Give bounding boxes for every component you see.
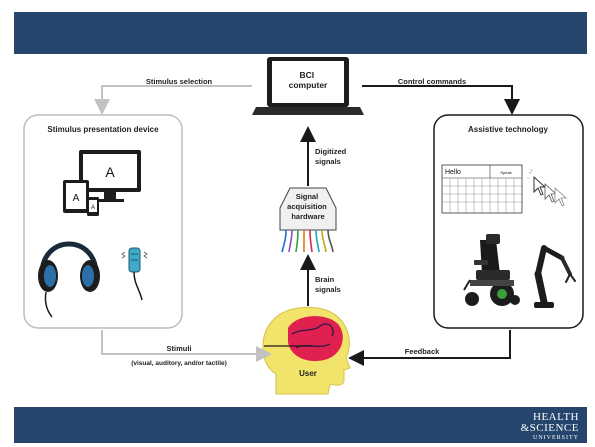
speller-speak-button: Speak [500, 170, 511, 175]
header-bar [14, 12, 587, 54]
phone-letter: A [91, 205, 95, 211]
tactile-stimulator-icon [121, 247, 148, 301]
speller-keyboard-icon [441, 164, 523, 214]
bci-computer-label: BCI computer [289, 70, 328, 90]
feedback-label: Feedback [405, 347, 440, 356]
bci-diagram: BCI computer Stimulus selection Control … [23, 57, 584, 395]
stimuli-label: Stimuli [166, 344, 191, 353]
headphones-icon [38, 241, 100, 318]
assistive-technology-title: Assistive technology [468, 125, 549, 134]
user-head-icon [262, 306, 351, 395]
tablet-icon [63, 180, 89, 213]
slide: BCI computer Stimulus selection Control … [14, 12, 587, 443]
phone-icon [87, 197, 99, 216]
university-logo: HEALTH &SCIENCE UNIVERSITY [520, 411, 579, 442]
bci-line-1: BCI [299, 70, 314, 80]
logo-line-1: HEALTH [533, 411, 579, 423]
speller-text: Hello [445, 169, 461, 176]
stimulus-selection-label: Stimulus selection [146, 77, 213, 86]
brain-signals-label: Brain signals [315, 275, 341, 294]
user-label: User [299, 369, 317, 378]
monitor-icon [79, 150, 141, 202]
signal-acquisition-hardware-icon [279, 187, 337, 253]
feedback-arrow [348, 330, 511, 366]
mouse-cursor-icon [527, 168, 568, 207]
stimulus-device-title: Stimulus presentation device [47, 125, 159, 134]
monitor-letter: A [105, 164, 115, 180]
robotic-arm-icon [534, 245, 576, 308]
control-commands-label: Control commands [398, 77, 466, 86]
wheelchair-icon [463, 234, 520, 306]
logo-line-2: &SCIENCE [520, 422, 579, 434]
footer-bar [14, 407, 587, 443]
control-commands-arrow [362, 85, 520, 115]
stimuli-sub-label: (visual, auditory, and/or tactile) [131, 360, 227, 367]
logo-line-3: UNIVERSITY [533, 435, 579, 441]
stimulus-selection-arrow [94, 85, 252, 115]
laptop-icon [252, 57, 364, 115]
signal-acquisition-label: Signal acquisition hardware [287, 192, 329, 221]
tablet-letter: A [73, 193, 80, 204]
stimulus-device-box [23, 114, 183, 329]
bci-line-2: computer [289, 80, 328, 90]
stimuli-arrow [101, 330, 272, 362]
digitized-signals-label: Digitized signals [315, 147, 348, 166]
